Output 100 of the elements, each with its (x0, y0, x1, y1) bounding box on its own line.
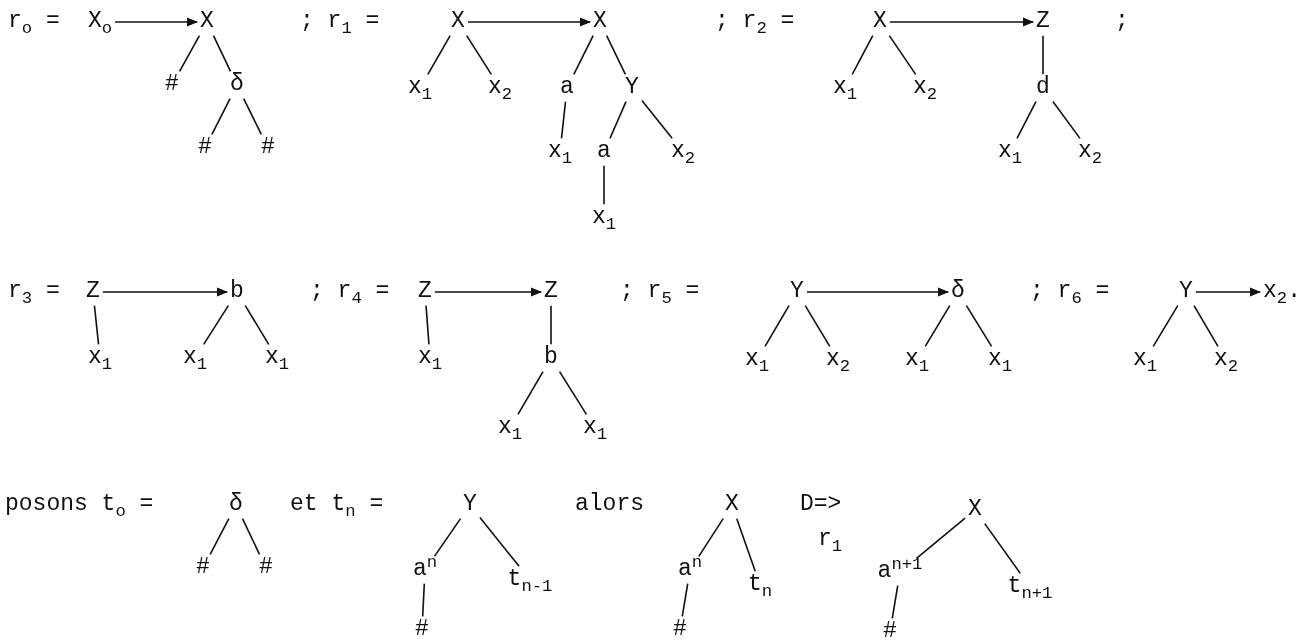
tree-node-symbol: a$^{n+1}$ (877, 559, 923, 585)
tree-node-symbol: # (196, 555, 210, 581)
formula-text: ; r$_{1}$ = (300, 9, 380, 35)
tree-node-symbol: x$_{2}$ (670, 139, 696, 165)
branch-line (681, 582, 689, 618)
tree-node-symbol: t$_{n+1}$ (1007, 574, 1053, 600)
tree-node-symbol: X (968, 497, 982, 523)
tree-node-symbol: δ (951, 279, 965, 305)
branch-line (479, 516, 520, 568)
tree-node-symbol: # (198, 135, 212, 161)
tree-node-symbol: x$_{1}$ (904, 347, 930, 373)
tree-node-symbol: # (883, 619, 897, 643)
tree-node-symbol: x$_{1}$ (417, 345, 443, 371)
branch-line (433, 517, 462, 558)
tree-node-symbol: X$_{o}$ (87, 9, 113, 35)
branch-line (609, 100, 627, 140)
tree-node-symbol: Z (418, 279, 432, 305)
branch-line (1052, 100, 1081, 140)
tree-node-symbol: Y (1179, 279, 1193, 305)
branch-line (605, 34, 627, 76)
arrow (102, 287, 229, 297)
tree-node-symbol: x$_{2}$ (912, 75, 938, 101)
branch-line (242, 97, 263, 136)
branch-line (558, 370, 588, 416)
branch-line (851, 34, 874, 76)
branch-line (211, 97, 231, 136)
tree-node-symbol: X (725, 492, 739, 518)
tree-node-symbol: # (673, 617, 687, 643)
branch-line (212, 34, 232, 73)
tree-node-symbol: # (261, 135, 275, 161)
arrow (467, 17, 592, 27)
branch-line (425, 304, 430, 346)
branch-line (888, 34, 917, 76)
formula-text: posons t$_{o}$ = (5, 492, 154, 518)
tree-node-symbol: t$_{n-1}$ (507, 567, 553, 593)
branch-line (1042, 34, 1044, 76)
formula-text: ; r$_{4}$ = (310, 279, 390, 305)
branch-line (241, 517, 261, 556)
formula-text: r$_{3}$ = (8, 279, 60, 305)
formula-text: et t$_{n}$ = (290, 492, 384, 518)
branch-line (915, 517, 966, 560)
branch-line (421, 582, 426, 618)
tree-node-symbol: a (560, 75, 574, 101)
branch-line (465, 34, 493, 76)
tree-node-symbol: Z (544, 279, 558, 305)
tree-node-symbol: x$_{1}$ (547, 139, 573, 165)
arrow (889, 17, 1035, 27)
branch-line (764, 304, 790, 348)
branch-line (698, 517, 724, 558)
branch-line (427, 34, 451, 76)
tree-node-symbol: δ (230, 72, 244, 98)
tree-node-symbol: X (451, 9, 465, 35)
branch-line (209, 517, 230, 556)
tree-node-symbol: x$_{1}$ (997, 139, 1023, 165)
tree-node-symbol: Y (790, 279, 804, 305)
arrow (114, 17, 199, 27)
tree-node-symbol: x$_{1}$ (832, 75, 858, 101)
branch-line (244, 304, 270, 346)
tree-node-symbol: x$_{1}$ (987, 347, 1013, 373)
branch-line (736, 517, 756, 573)
tree-node-symbol: x$_{1}$ (591, 205, 617, 231)
tree-node-symbol: Z (1036, 9, 1050, 35)
tree-node-symbol: x$_{1}$ (182, 345, 208, 371)
tree-node-symbol: Z (86, 279, 100, 305)
arrow (434, 287, 543, 297)
tree-node-symbol: Y (625, 75, 639, 101)
branch-line (560, 100, 567, 140)
tree-node-symbol: # (259, 555, 273, 581)
tree-node-symbol: x$_{2}$ (825, 347, 851, 373)
formula-text: r$_{o}$ = (8, 9, 60, 35)
tree-node-symbol: x$_{1}$ (87, 345, 113, 371)
tree-node-symbol: x$_{1}$ (744, 347, 770, 373)
branch-line (603, 164, 605, 206)
arrow (806, 287, 950, 297)
tree-node-symbol: x$_{2}$ (1213, 347, 1239, 373)
formula-text: r$_{1}$ (818, 527, 843, 553)
branch-line (573, 34, 594, 76)
formula-text: ; r$_{2}$ = (715, 9, 795, 35)
tree-node-symbol: X (593, 9, 607, 35)
tree-node-symbol: δ (229, 492, 243, 518)
tree-node-symbol: x$_{2}$. (1263, 279, 1301, 305)
arrow (1195, 287, 1262, 297)
branch-line (1016, 100, 1037, 140)
branch-line (93, 304, 100, 346)
formula-text: ; (1115, 9, 1129, 35)
branch-line (178, 34, 201, 73)
tree-node-symbol: X (873, 9, 887, 35)
tree-node-symbol: d (1036, 75, 1050, 101)
tree-node-symbol: x$_{2}$ (487, 75, 513, 101)
formula-text: ; r$_{6}$ = (1030, 279, 1110, 305)
branch-line (891, 584, 899, 620)
formula-text: ; r$_{5}$ = (620, 279, 700, 305)
branch-line (804, 304, 831, 348)
branch-line (983, 522, 1022, 575)
tree-node-symbol: a$^{n}$ (677, 557, 703, 583)
tree-node-symbol: x$_{2}$ (1077, 139, 1103, 165)
branch-line (924, 304, 951, 348)
tree-node-symbol: a (597, 139, 611, 165)
branch-line (517, 370, 544, 416)
tree-node-symbol: t$_{n}$ (747, 572, 773, 598)
